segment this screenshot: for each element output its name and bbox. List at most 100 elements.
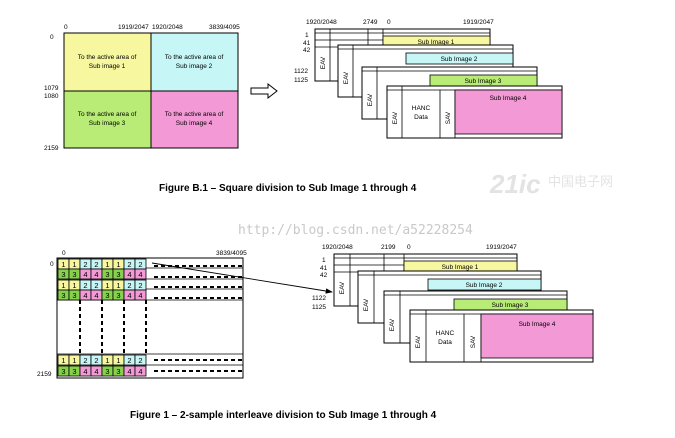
sample-cell-label: 3 [61,270,65,279]
sav-label: SAV [445,111,452,124]
stack-top-label: 1919/2047 [486,244,517,251]
sample-cell: 2 [123,354,136,366]
sav-label: SAV [470,335,477,348]
sub-image-4-label: Sub Image 4 [490,95,527,102]
sample-cell: 3 [101,289,114,301]
sample-cell: 4 [79,268,92,280]
stack-row-label: 1125 [294,77,308,84]
eav-label: EAV [389,318,396,331]
sample-cell: 3 [112,365,125,377]
row-label-0: 0 [50,261,54,268]
sample-cell: 4 [134,365,147,377]
sample-cell: 2 [79,258,92,270]
sample-cell: 4 [79,365,92,377]
sample-cell-label: 4 [138,367,142,376]
sample-cell: 1 [57,258,70,270]
sample-cell: 3 [101,268,114,280]
eav-label: EAV [363,298,370,311]
quadrant-4-line-1: To the active area of [165,111,224,118]
sample-cell-label: 3 [72,270,76,279]
sample-cell: 1 [112,258,125,270]
sample-cell-label: 3 [72,291,76,300]
sample-cell: 1 [57,279,70,291]
watermark-logo: 21ic [489,169,541,199]
sample-cell: 1 [112,354,125,366]
sub-image-1-label: Sub Image 1 [442,264,479,271]
sub-image-4-band [454,89,563,135]
sample-cell-label: 2 [138,260,142,269]
quadrant-2 [150,32,239,92]
watermark-logo-cn: 中国电子网 [548,175,613,190]
eav-label: EAV [320,56,327,69]
quadrant-1-line-1: To the active area of [78,54,137,61]
fig-b1-stack: 1920/2048 2749 0 1919/2047 1 41 42 1122 … [294,19,563,139]
col-label-3839: 3839/4095 [216,250,247,257]
hanc-label: HANC [436,330,455,337]
transform-arrow [250,82,278,100]
sample-cell: 4 [123,289,136,301]
sample-cell: 3 [57,289,70,301]
col-label-1919: 1919/2047 [118,24,149,31]
sample-cell: 3 [68,268,81,280]
sample-cell-label: 3 [116,367,120,376]
dashed-continuation [79,265,243,372]
row-label-2159: 2159 [37,371,52,378]
sub-image-2-label: Sub Image 2 [441,56,478,63]
sample-cell-label: 2 [94,356,98,365]
sample-cell: 2 [134,354,147,366]
sample-cell-label: 1 [105,281,109,290]
sample-cell-label: 1 [61,356,65,365]
hanc-data-label: Data [438,339,452,346]
sample-cell-label: 1 [72,356,76,365]
eav-label: EAV [415,335,422,348]
fig-b1-quadrant-grid: To the active area of Sub image 1 To the… [44,24,240,152]
sample-cell-label: 3 [61,291,65,300]
stack-row-label: 1122 [312,295,326,302]
sample-cell-label: 4 [94,291,98,300]
sample-cell-label: 2 [94,260,98,269]
sample-cell-label: 4 [94,270,98,279]
sample-cell-label: 1 [105,260,109,269]
sample-cell-label: 2 [127,356,131,365]
sample-cell-label: 3 [105,270,109,279]
sample-cell-label: 1 [116,356,120,365]
sample-cell-label: 2 [83,260,87,269]
stack-row-label: 41 [303,40,311,47]
eav-label: EAV [343,71,350,84]
col-label-3839: 3839/4095 [209,24,240,31]
stack-row-label: 42 [303,47,311,54]
sample-cell-label: 2 [83,356,87,365]
sample-cell-label: 3 [105,367,109,376]
sample-cell-label: 1 [105,356,109,365]
sub-image-2-band [405,52,514,65]
sample-cell: 1 [68,354,81,366]
stack-top-label: 1920/2048 [322,244,353,251]
sample-cell: 1 [57,354,70,366]
sample-cell: 4 [90,268,103,280]
sample-cell: 4 [90,289,103,301]
sample-cell: 1 [101,258,114,270]
sub-image-4-band [480,313,594,359]
sample-cell: 3 [57,365,70,377]
col-label-0: 0 [62,250,66,257]
sample-cell: 4 [79,289,92,301]
sample-cell-label: 3 [116,270,120,279]
quadrant-3-line-2: Sub image 3 [89,120,126,127]
sample-cell-label: 2 [127,281,131,290]
sample-cell: 3 [57,268,70,280]
sample-cell: 2 [90,354,103,366]
sample-cell-label: 2 [83,281,87,290]
stack-row-label: 1 [305,32,309,39]
sample-cell-label: 2 [138,281,142,290]
sample-cell: 1 [68,279,81,291]
sample-cell-label: 3 [61,367,65,376]
caption-b1: Figure B.1 – Square division to Sub Imag… [159,183,417,194]
stack-row-label: 41 [320,265,328,272]
hanc-label: HANC [412,105,431,112]
stack-top-label: 0 [387,19,391,26]
sample-cell-label: 1 [72,281,76,290]
watermark-url: http://blog.csdn.net/a52228254 [238,223,473,238]
sub-image-2-label: Sub Image 2 [466,282,503,289]
